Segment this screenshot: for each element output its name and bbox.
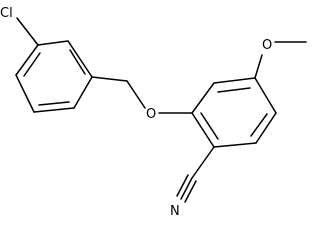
- bond: [213, 142, 257, 148]
- methoxy-oxygen-label: O: [262, 38, 272, 53]
- bond: [255, 112, 277, 144]
- ether-bond-left: [126, 80, 146, 109]
- nitrile-bond: [191, 146, 215, 179]
- bond: [191, 82, 215, 114]
- bond: [37, 40, 69, 46]
- methoxy-bond-ring: [254, 54, 263, 79]
- triple-bond-line: [180, 177, 193, 200]
- double-bond-inner: [38, 101, 70, 106]
- bond: [33, 107, 75, 113]
- benzyl-ch2-bond: [91, 76, 128, 82]
- double-bond-inner: [23, 52, 41, 77]
- bond: [73, 76, 93, 109]
- bond: [67, 40, 93, 78]
- triple-bond-line: [184, 180, 197, 203]
- double-bond-inner: [217, 87, 251, 93]
- bond: [254, 77, 277, 114]
- double-bond-inner: [69, 49, 86, 75]
- triple-bond-line: [176, 174, 189, 197]
- bond: [191, 112, 215, 148]
- structure-diagram: Cl O O N: [0, 6, 307, 219]
- bond: [213, 77, 256, 84]
- chloro-bond: [16, 17, 39, 46]
- chlorine-label: Cl: [0, 6, 13, 21]
- nitrile-nitrogen-label: N: [170, 204, 180, 219]
- double-bond-inner: [250, 113, 268, 137]
- chlorophenyl-ring: [15, 40, 93, 113]
- double-bond-inner: [200, 112, 219, 140]
- benzonitrile-ring: [191, 77, 277, 148]
- bond: [15, 44, 39, 76]
- ether-oxygen-label: O: [146, 107, 156, 122]
- bond: [15, 74, 35, 113]
